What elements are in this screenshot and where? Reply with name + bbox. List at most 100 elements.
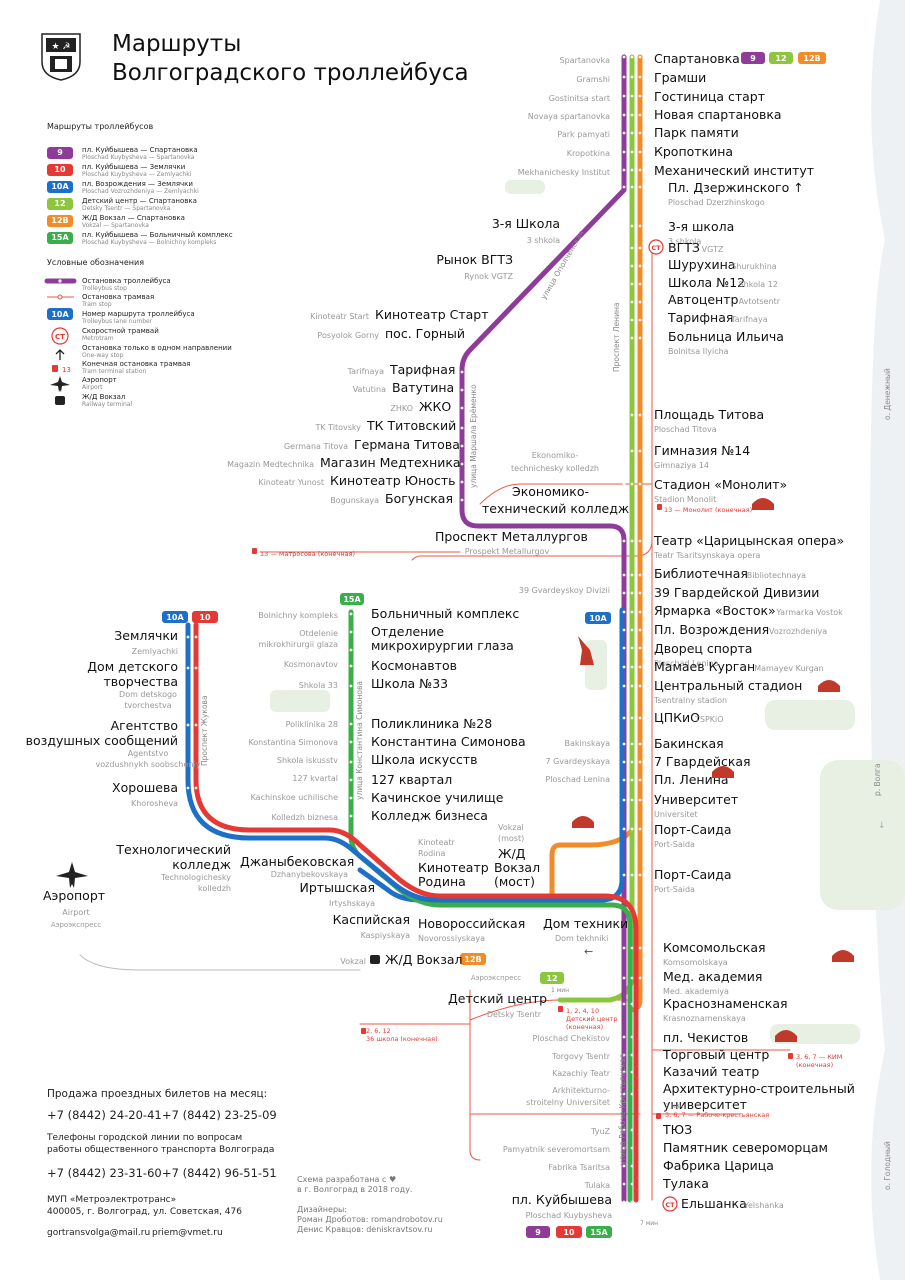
trolleybus-stop-dot <box>630 873 634 877</box>
trolleybus-stop-dot <box>622 131 626 135</box>
stop-label-en: Tarifnaya <box>347 367 385 376</box>
stop-label-en: Ekonomiko- <box>532 451 579 460</box>
trolleybus-stop-dot <box>630 1035 634 1039</box>
stop-label: Парк памяти <box>654 125 739 140</box>
stop-label-en: Tarifnaya <box>730 315 768 324</box>
legend-route-badge: 12В <box>47 215 73 227</box>
stop-label-en: Bolnitsa Ilyicha <box>668 347 729 356</box>
stop-label: Фабрика Царица <box>663 1158 774 1173</box>
stop-label-en: Vatutina <box>353 385 386 394</box>
stop-label: Кинотеатр <box>418 860 489 875</box>
trolleybus-stop-dot <box>622 336 626 340</box>
trolleybus-stop-dot <box>622 413 626 417</box>
central-stadium-icon <box>818 680 840 686</box>
lenin-square-icon <box>712 772 734 778</box>
stop-label: Библиотечная <box>654 566 748 581</box>
stop-label-en: Novaya spartanovka <box>528 112 610 121</box>
stop-label-en: Magazin Medtechnika <box>227 460 314 469</box>
tram-terminal-icon <box>656 1113 661 1119</box>
trolleybus-stop-dot <box>349 648 353 652</box>
stop-label: Стадион «Монолит» <box>654 477 787 492</box>
trolleybus-stop-dot <box>630 113 634 117</box>
svg-text:★ ☭: ★ ☭ <box>52 42 71 52</box>
stop-label: Кропоткина <box>654 144 733 159</box>
tickets-heading: Продажа проездных билетов на месяц: <box>47 1088 268 1100</box>
trolleybus-stop-dot <box>638 573 642 577</box>
tram-note: 7 мин <box>640 1220 658 1227</box>
trolleybus-stop-dot <box>630 573 634 577</box>
stop-label-en: Kropotkina <box>567 149 610 158</box>
route-badge-label: 15А <box>590 1228 608 1237</box>
stop-label: Каспийская <box>333 912 410 927</box>
stop-label: ТЮЗ <box>662 1122 692 1137</box>
stop-label-en: Med. akademiya <box>663 987 729 996</box>
stop-label-en: Posyolok Gorny <box>317 331 379 340</box>
trolleybus-stop-dot <box>638 150 642 154</box>
hotline-phone-2[interactable]: +7 (8442) 96-51-51 <box>162 1166 277 1180</box>
chekistov-square-icon <box>775 1030 797 1036</box>
stop-label: Памятник североморцам <box>663 1140 828 1155</box>
trolleybus-stop-dot <box>638 827 642 831</box>
trolleybus-stop-dot <box>622 976 626 980</box>
org-email-1[interactable]: gortransvolga@mail.ru <box>47 1228 151 1238</box>
trolleybus-stop-dot <box>630 336 634 340</box>
stop-label: Комсомольская <box>663 940 766 955</box>
stop-label-en: Vokzal <box>340 957 366 966</box>
stop-label: Порт-Саида <box>654 822 732 837</box>
stop-label-en: 127 kvartal <box>292 774 338 783</box>
trolleybus-stop-dot <box>638 300 642 304</box>
route-badge-15a <box>586 1226 612 1238</box>
tram-note: 36 школа (конечная) <box>366 1035 438 1043</box>
stop-label-en: Dom tekhniki <box>555 934 608 943</box>
tram-terminal-icon <box>558 1006 563 1012</box>
legend-route-badge: 15А <box>47 232 73 244</box>
stop-label: Тулака <box>662 1176 709 1191</box>
trolleybus-stop-dot <box>622 610 626 614</box>
river-volga-bank <box>870 0 905 1280</box>
trolleybus-stop-dot <box>460 498 464 502</box>
stop-label: Мед. академия <box>663 969 762 984</box>
stop-label-en: Rynok VGTZ <box>464 272 513 281</box>
stop-label: пос. Горный <box>385 326 465 341</box>
stop-label-en: Bibliotechnaya <box>747 571 806 580</box>
trolleybus-stop-dot <box>349 612 353 616</box>
trolleybus-stop-dot <box>638 610 642 614</box>
stop-label: Проспект Металлургов <box>435 529 588 544</box>
trolleybus-stop-dot <box>638 131 642 135</box>
stop-label: Больница Ильича <box>668 329 784 344</box>
route-badge-9 <box>741 52 765 64</box>
stop-label: Площадь Титова <box>654 407 764 422</box>
trolleybus-stop-dot <box>638 264 642 268</box>
stop-label-en: Yelshanka <box>743 1201 784 1210</box>
metrotram-icon <box>662 1196 678 1212</box>
trolleybus-stop-dot <box>622 1070 626 1074</box>
stop-label: Технологический <box>115 842 231 857</box>
org-email-2[interactable]: priem@vmet.ru <box>152 1228 223 1238</box>
stop-label: технический колледж <box>482 501 629 516</box>
trolleybus-stop-dot <box>460 426 464 430</box>
stop-label-en: mikrokhirurgii glaza <box>259 640 339 649</box>
trolleybus-stop-dot <box>523 249 527 253</box>
stop-label-en: Kinoteatr <box>418 838 456 847</box>
stop-label-en: Konstantina Simonova <box>248 738 338 747</box>
stop-label: Ж/Д Вокзал <box>385 952 462 967</box>
credit-designer-1[interactable]: Роман Дроботов: romandrobotov.ru <box>297 1215 443 1224</box>
stop-label: Новороссийская <box>418 916 525 931</box>
stop-label-en: Spartanovka <box>560 56 611 65</box>
stop-label-en: 3 shkola <box>668 237 701 246</box>
trolleybus-stop-dot <box>622 684 626 688</box>
stop-label: Пл. Дзержинского ↑ <box>668 180 804 195</box>
hotline-phone-1[interactable]: +7 (8442) 23-31-60 <box>47 1166 162 1180</box>
tickets-phone-1[interactable]: +7 (8442) 24-20-41 <box>47 1108 162 1122</box>
tickets-phone-2[interactable]: +7 (8442) 23-25-09 <box>162 1108 277 1122</box>
stop-label-en: Airport <box>62 908 89 917</box>
svg-text:10А: 10А <box>51 310 69 319</box>
credit-designer-2[interactable]: Денис Кравцов: deniskravtsov.ru <box>297 1225 433 1234</box>
trolleybus-stop-dot <box>460 444 464 448</box>
trolleybus-stop-dot <box>622 482 626 486</box>
route-badge-12v <box>798 52 826 64</box>
route-badge-9 <box>526 1226 550 1238</box>
trolleybus-stop-dot <box>630 482 634 486</box>
